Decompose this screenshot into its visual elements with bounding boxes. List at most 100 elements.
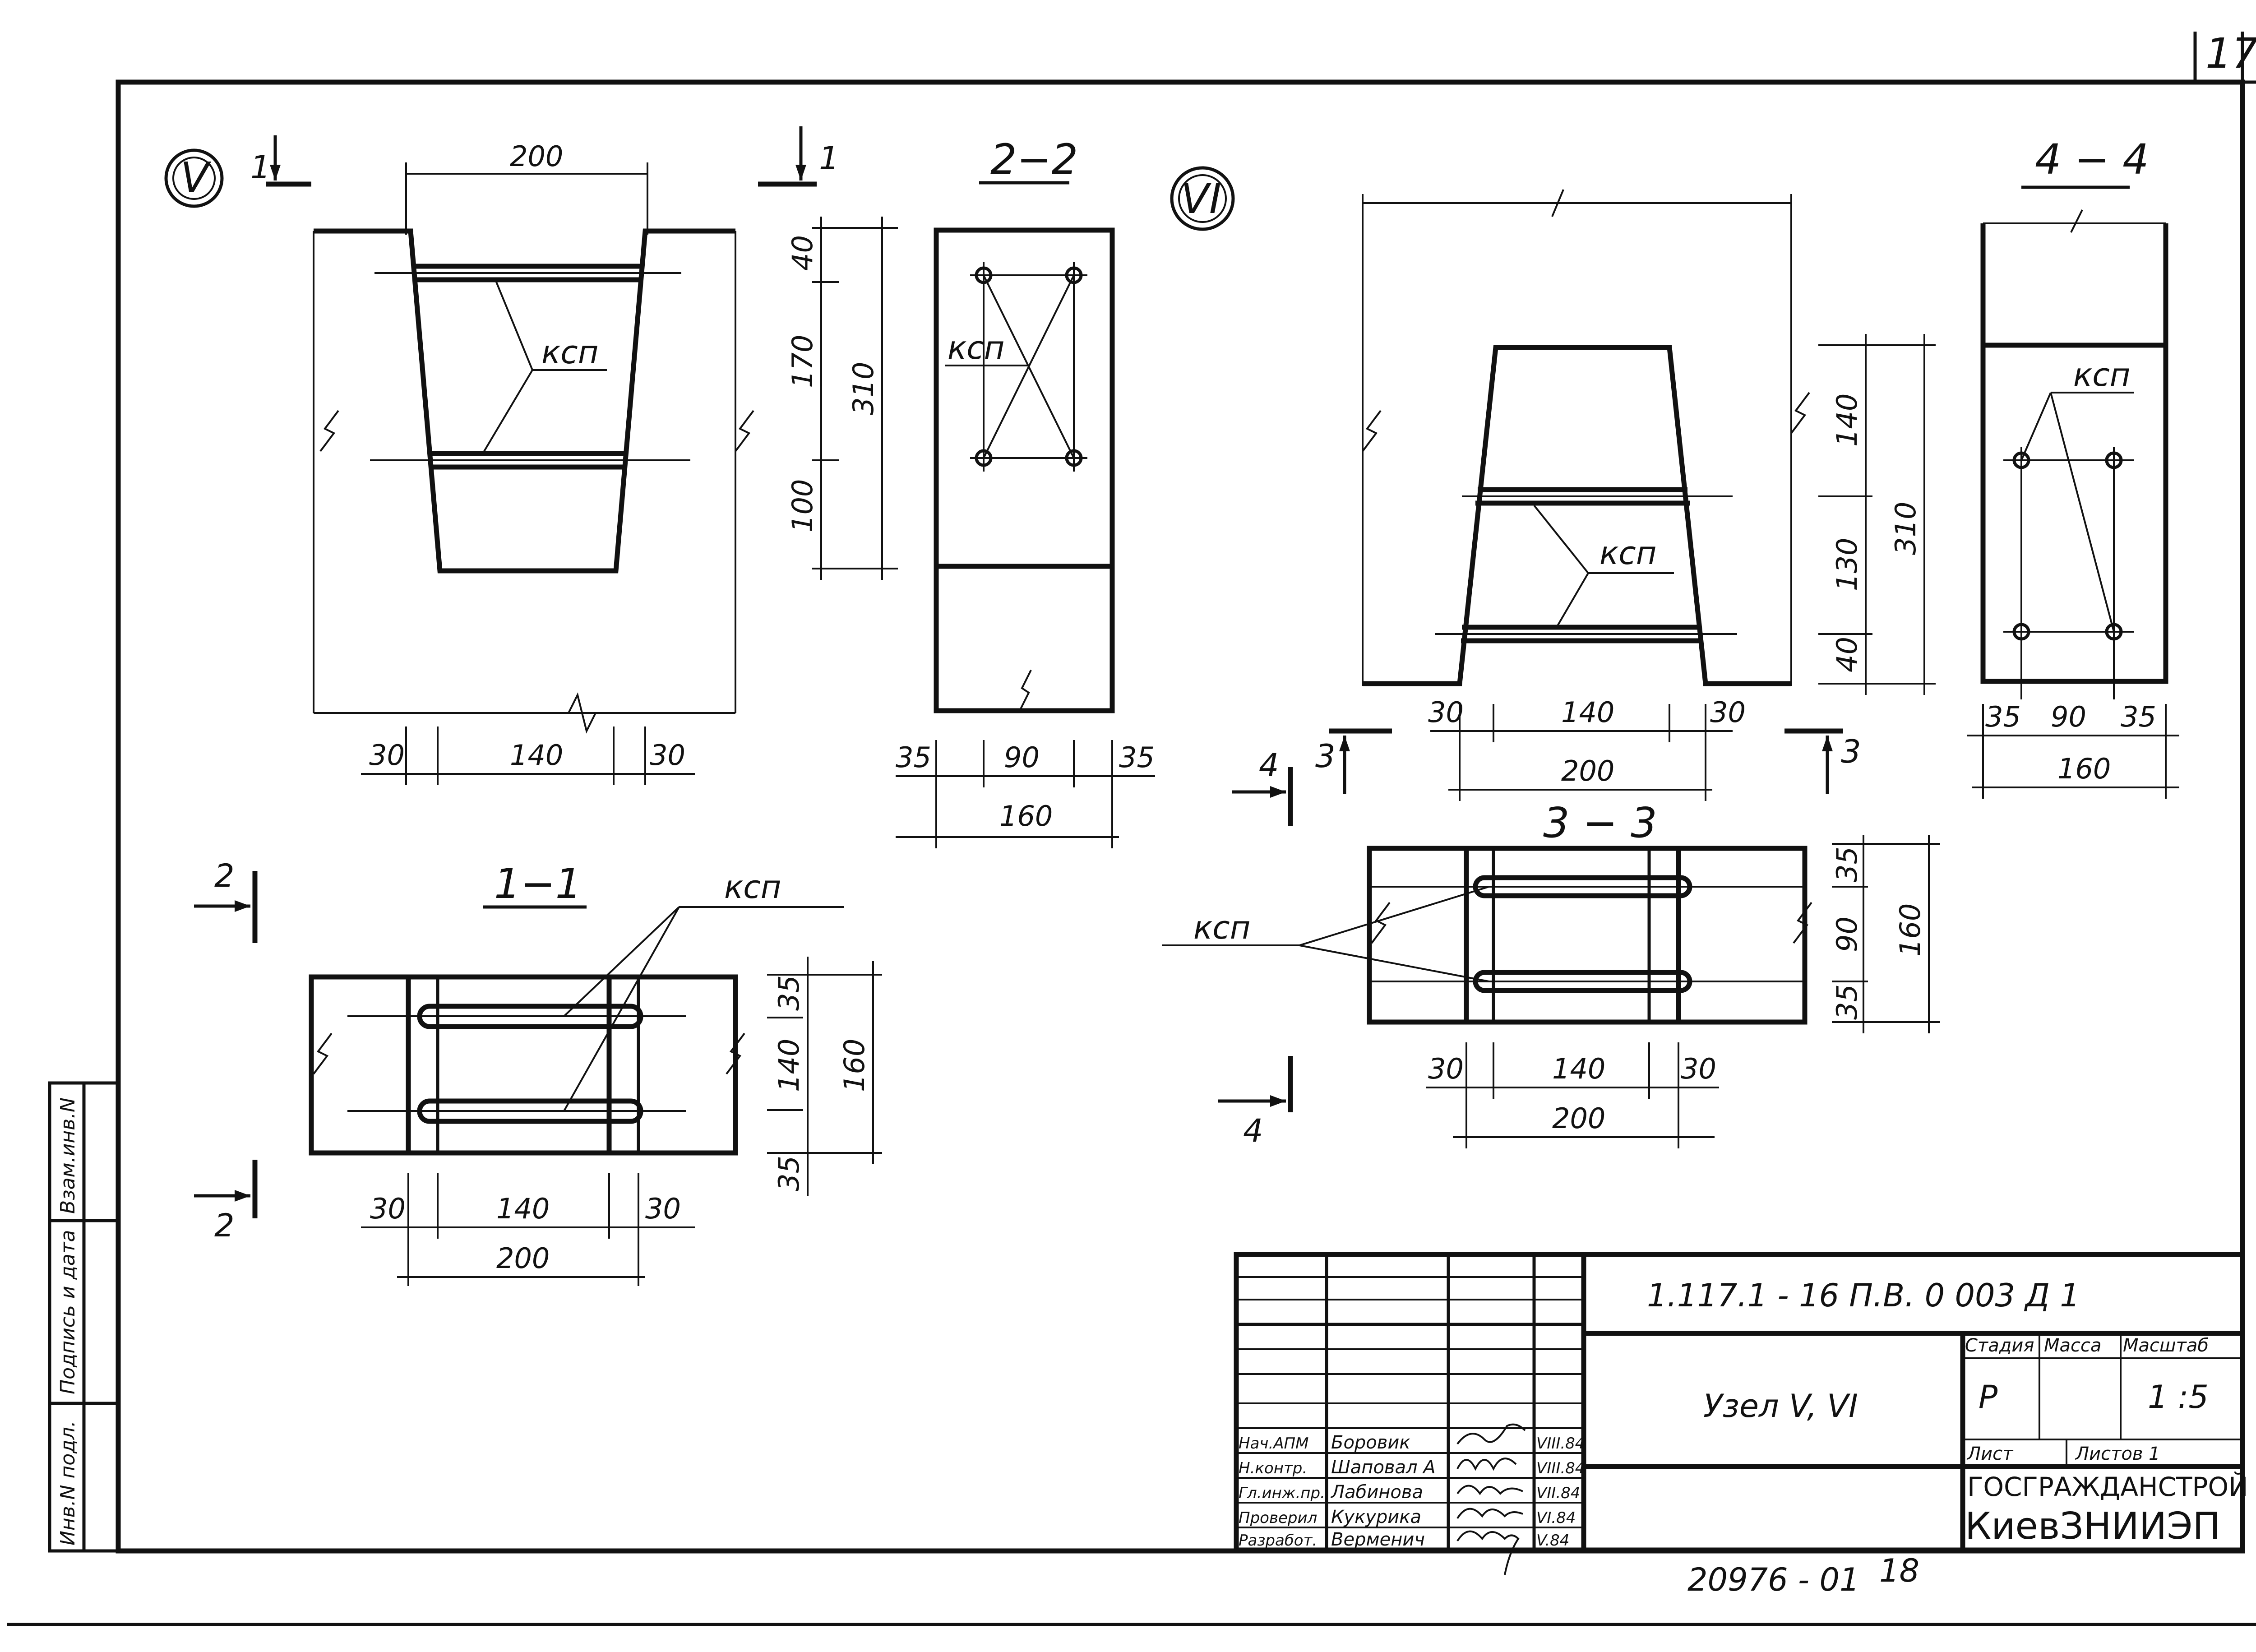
section-2-mark-top: 2 — [214, 857, 235, 894]
dim-310-v: 310 — [847, 362, 880, 415]
left-stamp: Инв.N подл. Подпись и дата Взам.инв.N — [48, 1081, 120, 1553]
dim-30-1-right: 30 — [645, 1192, 681, 1225]
section-4-mark-bottom: 4 — [1243, 1112, 1263, 1149]
tb-name: Шаповал А — [1331, 1457, 1436, 1478]
tb-scale-value: 1 :5 — [2148, 1379, 2209, 1416]
section-3-mark-left: 3 — [1315, 738, 1336, 775]
tb-date: VI.84 — [1536, 1509, 1576, 1527]
section-3-mark-right: 3 — [1841, 733, 1861, 770]
tb-date: V.84 — [1536, 1532, 1569, 1550]
tb-stage-label: Стадия — [1965, 1335, 2034, 1356]
footer-archive-number: 20976 - 01 — [1687, 1561, 1860, 1598]
node-vi-elevation: VI кcп 140 130 40 310 3 3 — [1170, 166, 1936, 801]
dim-40-vi-v: 40 — [1831, 637, 1863, 672]
tb-date: VIII.84 — [1536, 1459, 1585, 1477]
section-3-3-title: 3 − 3 — [1543, 799, 1657, 847]
dim-170-v: 170 — [786, 335, 819, 388]
dim-100-v: 100 — [786, 479, 819, 532]
dim-35-4-left: 35 — [1985, 700, 2021, 733]
bolts-4-4 — [2003, 447, 2134, 699]
section-2-2-title: 2−2 — [990, 135, 1078, 184]
dim-30-3-right: 30 — [1681, 1052, 1716, 1085]
tb-name: Кукурика — [1331, 1507, 1421, 1527]
tb-name: Лабинова — [1330, 1482, 1423, 1503]
tb-role: Нач.АПМ — [1239, 1435, 1308, 1453]
dim-160-1-v: 160 — [838, 1039, 871, 1092]
title-block: 1.117.1 - 16 П.В. 0 003 Д 1 Узел V, VI С… — [1234, 1252, 2248, 1575]
tb-role: Н.контр. — [1239, 1459, 1307, 1477]
dim-140-1-v: 140 — [772, 1039, 805, 1092]
section-4-4: 4 − 4 кcп 35 90 35 160 — [1967, 135, 2179, 799]
tb-name: Верменич — [1331, 1529, 1425, 1550]
tb-drawing-title: Узел V, VI — [1703, 1388, 1858, 1425]
tb-scale-label: Масштаб — [2123, 1335, 2209, 1356]
tb-stage-value: Р — [1979, 1379, 1998, 1416]
footer-archive-sheet: 18 — [1879, 1552, 1919, 1589]
dim-140-vi-v: 140 — [1831, 393, 1863, 447]
node-v-elevation: V 1 1 200 кcп — [164, 126, 898, 785]
section-1-mark-left: 1 — [250, 149, 271, 186]
label-ksp-3-3: кcп — [1193, 909, 1251, 946]
label-ksp-1-1: кcп — [724, 869, 781, 906]
dim-160-2: 160 — [999, 800, 1053, 833]
dim-30-left: 30 — [369, 739, 405, 772]
node-v-marker: V — [180, 153, 212, 202]
section-4-4-title: 4 − 4 — [2035, 135, 2149, 184]
section-2-mark-bottom: 2 — [214, 1207, 235, 1244]
dim-140-vi-h: 140 — [1561, 696, 1614, 729]
section-1-1-title: 1−1 — [494, 860, 582, 908]
tb-org-line2: КиевЗНИИЭП — [1965, 1505, 2220, 1548]
bolts-2-2 — [970, 262, 1087, 472]
section-1-1: 1−1 2 2 кcп 35 140 35 160 — [194, 857, 882, 1286]
dim-35-2-right: 35 — [1119, 741, 1155, 774]
dim-35-1-bottom: 35 — [772, 1156, 805, 1191]
dim-30-vi-left: 30 — [1428, 696, 1464, 729]
tb-date: VII.84 — [1536, 1484, 1580, 1502]
section-3-3: 3 − 3 4 4 кcп 35 90 35 160 — [1162, 747, 1940, 1149]
dim-30-3-left: 30 — [1428, 1052, 1464, 1085]
dim-35-1-top: 35 — [772, 975, 805, 1011]
dim-30-1-left: 30 — [370, 1192, 406, 1225]
tb-date: VIII.84 — [1536, 1435, 1585, 1453]
tb-document-code: 1.117.1 - 16 П.В. 0 003 Д 1 — [1647, 1277, 2080, 1314]
dim-160-3-v: 160 — [1894, 903, 1927, 957]
tb-name: Боровик — [1331, 1432, 1410, 1453]
dim-160-4: 160 — [2057, 752, 2111, 785]
label-ksp-vi-elev: кcп — [1600, 535, 1657, 572]
dim-30-vi-right: 30 — [1710, 696, 1746, 729]
node-vi-marker: VI — [1181, 175, 1221, 223]
tb-role: Гл.инж.пр. — [1239, 1484, 1325, 1502]
tb-sheets-label: Листов 1 — [2075, 1444, 2160, 1464]
dim-200-vi: 200 — [1561, 754, 1614, 787]
tb-role: Проверил — [1239, 1509, 1317, 1527]
tb-sheet-label: Лист — [1966, 1444, 2014, 1464]
dim-200-top: 200 — [510, 140, 563, 173]
stamp-vzam-inv: Взам.инв.N — [56, 1097, 79, 1214]
tb-people-rows: Нач.АПМ Боровик VIII.84 Н.контр. Шаповал… — [1239, 1432, 1585, 1550]
dim-200-1: 200 — [496, 1242, 550, 1275]
dim-310-vi-v: 310 — [1889, 502, 1922, 555]
dim-200-3: 200 — [1552, 1102, 1605, 1135]
label-ksp-v-elev: кcп — [541, 334, 599, 371]
dim-40-v: 40 — [786, 235, 819, 271]
dim-140-3-h: 140 — [1552, 1052, 1605, 1085]
tb-signatures — [1456, 1423, 1526, 1575]
sheet-frame: 17 — [7, 29, 2256, 1626]
section-2-2: 2−2 кcп 35 90 35 160 — [896, 135, 1155, 848]
tb-org-line1: ГОСГРАЖДАНСТРОЙ — [1967, 1471, 2248, 1502]
tb-mass-label: Масса — [2044, 1335, 2102, 1356]
dim-90-4: 90 — [2051, 700, 2086, 733]
dim-30-right: 30 — [650, 739, 685, 772]
dim-140: 140 — [510, 739, 563, 772]
dim-35-3-bottom: 35 — [1831, 984, 1863, 1020]
dim-35-4-right: 35 — [2121, 700, 2156, 733]
label-ksp-4-4: кcп — [2073, 356, 2131, 393]
section-1-mark-right: 1 — [819, 140, 839, 177]
dim-35-2-left: 35 — [896, 741, 931, 774]
dim-90-2: 90 — [1004, 741, 1040, 774]
tb-role: Разработ. — [1239, 1532, 1317, 1550]
dim-35-3-top: 35 — [1831, 847, 1863, 882]
dim-130-vi-v: 130 — [1831, 538, 1863, 591]
dim-90-3-v: 90 — [1831, 916, 1863, 952]
